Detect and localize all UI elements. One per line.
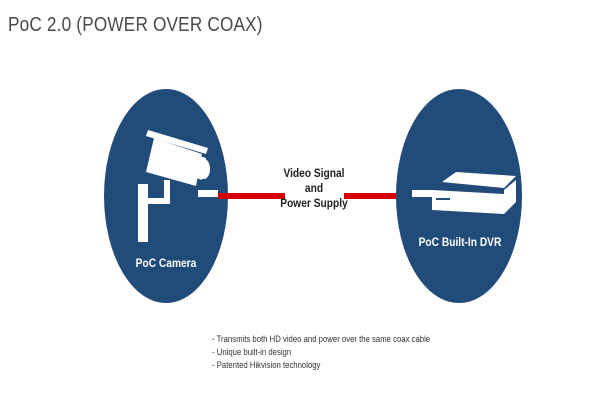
feature-list: - Transmits both HD video and power over…: [212, 333, 430, 372]
list-item: - Unique built-in design: [212, 347, 292, 357]
cctv-camera-icon: [138, 130, 218, 242]
coax-cable-left: [218, 193, 285, 199]
connection-label-line: Video Signal: [283, 166, 345, 180]
page-title: PoC 2.0 (POWER OVER COAX): [8, 14, 263, 36]
list-item: - Transmits both HD video and power over…: [212, 334, 431, 344]
dvr-label: PoC Built-In DVR: [418, 235, 502, 249]
dvr-box-icon: [412, 172, 516, 214]
camera-label: PoC Camera: [135, 256, 197, 270]
connection-label: Video Signal and Power Supply: [275, 166, 353, 211]
coax-cable-right: [344, 193, 410, 199]
connection-label-line: Power Supply: [280, 196, 348, 210]
connection-label-line: and: [304, 181, 324, 195]
list-item: - Patented Hikvision technology: [212, 360, 321, 370]
